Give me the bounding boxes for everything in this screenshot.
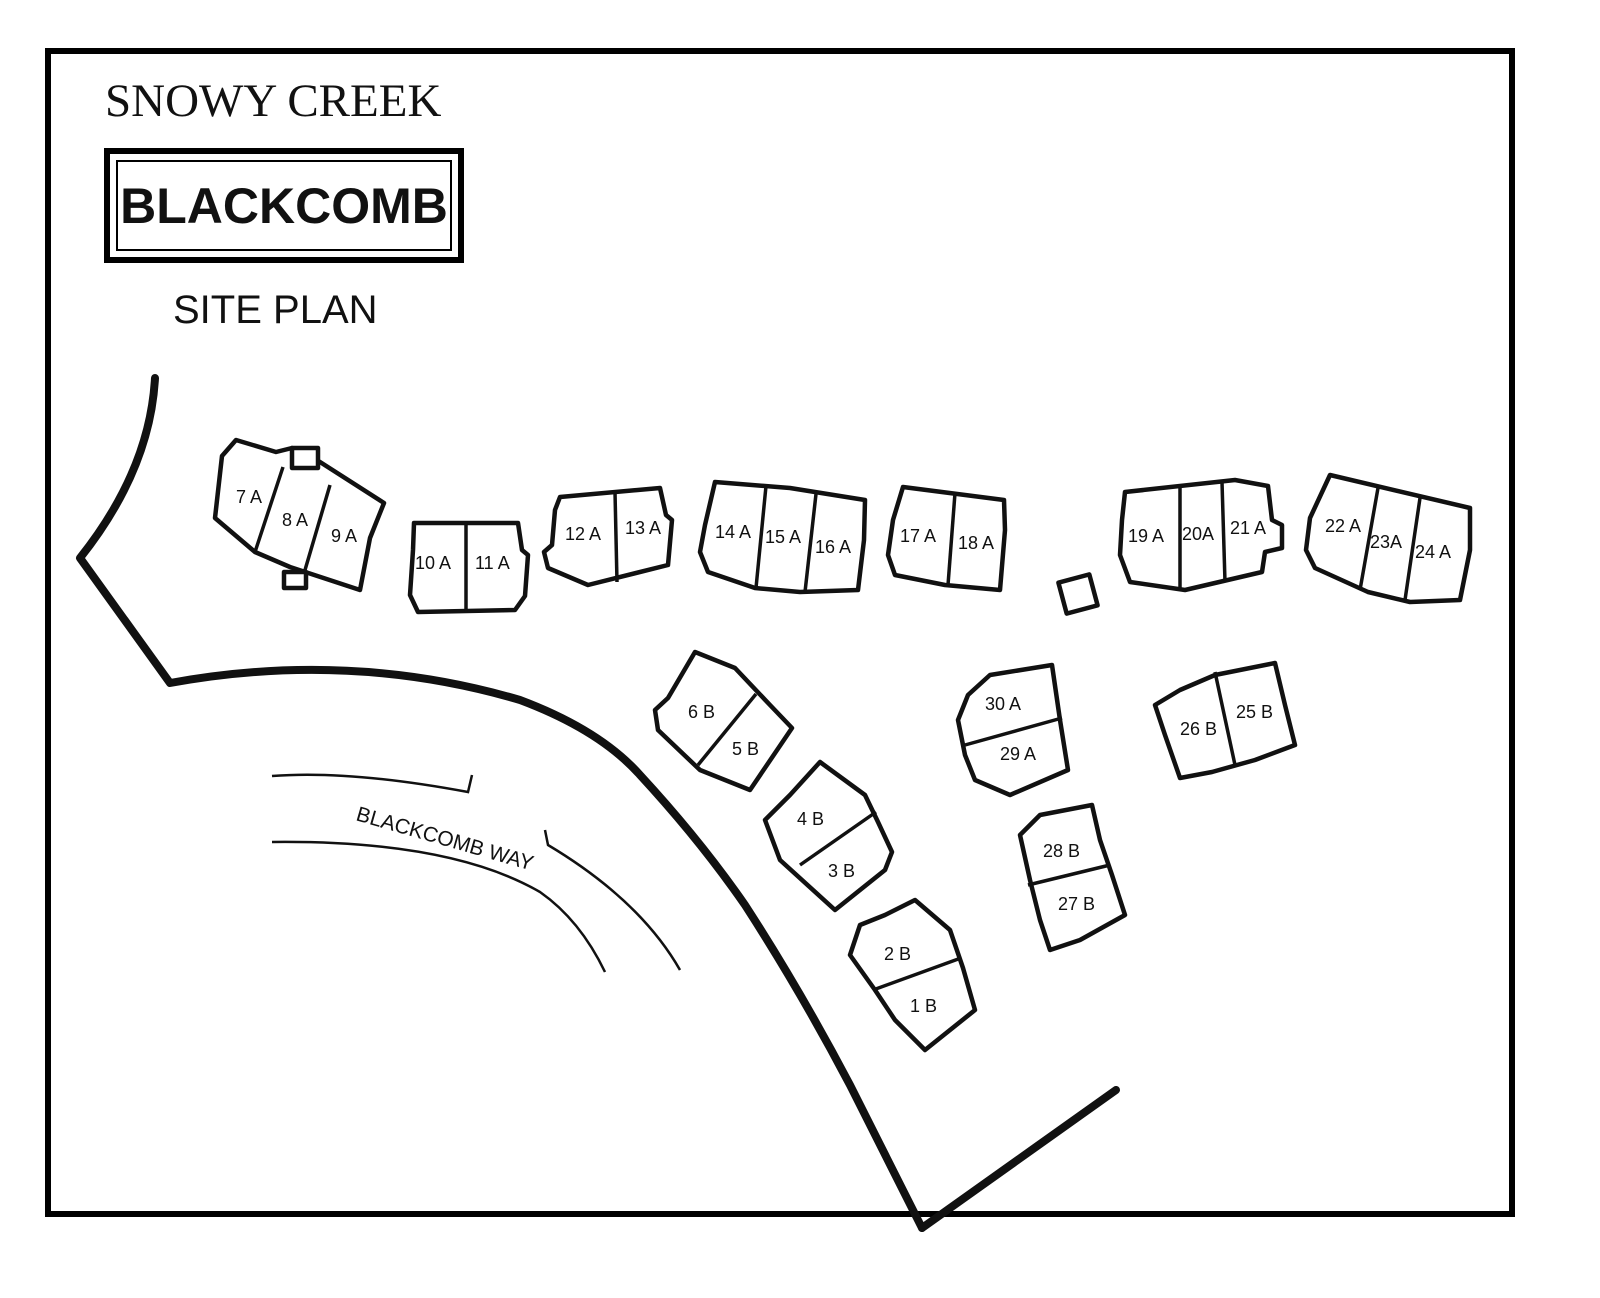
community-name: SNOWY CREEK (105, 75, 442, 127)
unit-18-label: 18 A (958, 533, 994, 553)
building-27-28 (1017, 802, 1128, 953)
unit-19-label: 19 A (1128, 526, 1164, 546)
unit-2-label: 2 B (884, 944, 911, 964)
building-10-11 (407, 520, 531, 615)
building-25-26 (1152, 660, 1298, 781)
unit-14-label: 14 A (715, 522, 751, 542)
road-edge-west (76, 374, 926, 1232)
unit-9-label: 9 A (331, 526, 357, 546)
road-edge-east (918, 1086, 1120, 1232)
title-box-inner: BLACKCOMB (116, 160, 452, 251)
building-5-6 (652, 649, 795, 793)
unit-26-label: 26 B (1180, 719, 1217, 739)
unit-28-label: 28 B (1043, 841, 1080, 861)
unit-5-label: 5 B (732, 739, 759, 759)
unit-15-label: 15 A (765, 527, 801, 547)
unit-23-label: 23A (1370, 532, 1402, 552)
building-3-4 (762, 759, 895, 913)
unit-8-label: 8 A (282, 510, 308, 530)
unit-10-label: 10 A (415, 553, 451, 573)
building-29-30 (955, 662, 1071, 798)
site-plan-frame (45, 48, 1515, 1217)
unit-22-label: 22 A (1325, 516, 1361, 536)
unit-24-label: 24 A (1415, 542, 1451, 562)
unit-16-label: 16 A (815, 537, 851, 557)
building-17-18 (885, 484, 1008, 593)
unit-3-label: 3 B (828, 861, 855, 881)
utility-structure (1056, 572, 1100, 616)
unit-13-label: 13 A (625, 518, 661, 538)
building-19-21 (1117, 477, 1285, 593)
blackcomb-way-curb-far (543, 829, 682, 971)
unit-17-label: 17 A (900, 526, 936, 546)
development-name: BLACKCOMB (120, 177, 448, 234)
unit-30-label: 30 A (985, 694, 1021, 714)
unit-12-label: 12 A (565, 524, 601, 544)
building-14-16 (697, 479, 868, 595)
blackcomb-way-curb-outer (271, 773, 474, 794)
unit-20-label: 20A (1182, 524, 1214, 544)
unit-6-label: 6 B (688, 702, 715, 722)
building-7-9 (212, 437, 387, 593)
building-22-24 (1303, 472, 1473, 605)
building-12-13 (541, 485, 675, 588)
unit-1-label: 1 B (910, 996, 937, 1016)
title-box: BLACKCOMB (104, 148, 464, 263)
unit-25-label: 25 B (1236, 702, 1273, 722)
unit-27-label: 27 B (1058, 894, 1095, 914)
blackcomb-way-curb-inner (271, 840, 607, 973)
street-label: BLACKCOMB WAY (354, 803, 536, 876)
unit-21-label: 21 A (1230, 518, 1266, 538)
unit-7-label: 7 A (236, 487, 262, 507)
unit-11-label: 11 A (475, 553, 510, 573)
site-plan-subtitle: SITE PLAN (173, 288, 378, 332)
unit-29-label: 29 A (1000, 744, 1036, 764)
unit-4-label: 4 B (797, 809, 824, 829)
building-1-2 (847, 897, 978, 1053)
